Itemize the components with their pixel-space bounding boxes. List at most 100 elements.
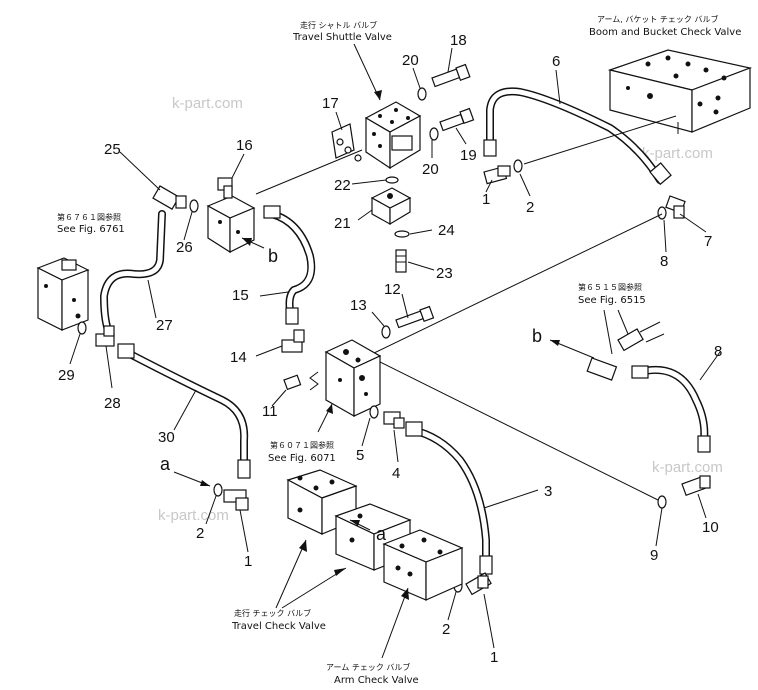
boom-bucket-check-valve — [607, 49, 753, 134]
callout-a-center: a — [376, 524, 387, 544]
connector-11 — [283, 374, 302, 391]
bolt-12 — [395, 305, 435, 329]
travel-check-caption-en: Travel Check Valve — [231, 621, 326, 632]
part-29: 29 — [58, 367, 75, 384]
boom-check-caption-en: Boom and Bucket Check Valve — [589, 27, 741, 38]
part-10: 10 — [702, 519, 719, 536]
elbow-1-bottom — [465, 572, 492, 596]
hose-3-fitting-bottom — [479, 555, 493, 575]
hose-8-fitting-bottom — [697, 435, 711, 453]
part-3: 3 — [544, 483, 552, 500]
connector-4 — [383, 411, 405, 429]
o-ring-2-left — [213, 483, 223, 497]
elbow-7 — [665, 195, 686, 219]
part-15: 15 — [232, 287, 249, 304]
part-8-right: 8 — [714, 343, 722, 360]
part-26: 26 — [176, 239, 193, 256]
connector-23 — [395, 249, 407, 273]
part-20-top: 20 — [402, 52, 419, 69]
part-21: 21 — [334, 215, 351, 232]
valve-block-see-6761 — [36, 257, 90, 331]
part-1-bottom: 1 — [490, 649, 498, 666]
part-19: 19 — [460, 147, 477, 164]
part-7: 7 — [704, 233, 712, 250]
part-20-bottom: 20 — [422, 161, 439, 178]
part-30: 30 — [158, 429, 175, 446]
connector-28 — [95, 325, 115, 347]
hose-6-fitting-left — [483, 139, 497, 157]
hose-15-fitting-bottom — [285, 307, 299, 325]
hose-30-fitting-top — [117, 343, 135, 359]
o-ring-9 — [657, 495, 667, 509]
part-28: 28 — [104, 395, 121, 412]
connector-10 — [681, 475, 711, 497]
part-4: 4 — [392, 465, 400, 482]
o-ring-5 — [369, 405, 379, 419]
part-6: 6 — [552, 53, 560, 70]
part-1-top: 1 — [482, 191, 490, 208]
washer-13 — [381, 325, 391, 339]
part-17: 17 — [322, 95, 339, 112]
travel-check-caption-jp: 走行 チェック バルブ — [234, 608, 311, 618]
o-ring-24 — [394, 230, 410, 238]
watermark-3: k-part.com — [158, 507, 229, 524]
part-22: 22 — [334, 177, 351, 194]
part-2-left: 2 — [196, 525, 204, 542]
o-ring-2-top — [513, 159, 523, 173]
part-25: 25 — [104, 141, 121, 158]
fig6761-caption-en: See Fig. 6761 — [57, 224, 125, 235]
o-ring-22 — [385, 176, 399, 184]
watermark-4: k-part.com — [652, 459, 723, 476]
shuttle-caption-en: Travel Shuttle Valve — [292, 32, 392, 43]
block-21 — [370, 187, 412, 226]
part-27: 27 — [156, 317, 173, 334]
part-12: 12 — [384, 281, 401, 298]
arm-check-caption-en: Arm Check Valve — [334, 675, 419, 686]
elbow-25 — [152, 185, 187, 210]
part-2-top: 2 — [526, 199, 534, 216]
boom-check-caption-jp: アーム, バケット チェック バルブ — [597, 14, 718, 24]
part-8-top: 8 — [660, 253, 668, 270]
part-5: 5 — [356, 447, 364, 464]
part-16: 16 — [236, 137, 253, 154]
part-14: 14 — [230, 349, 247, 366]
elbow-14 — [281, 329, 305, 353]
fig6515-caption-en: See Fig. 6515 — [578, 295, 646, 306]
fitting-b-6515 — [586, 321, 665, 381]
washer-20-bottom — [429, 127, 439, 141]
bolt-19 — [439, 107, 475, 132]
arm-check-caption-jp: アーム チェック バルブ — [326, 662, 410, 672]
fig6515-caption-jp: 第６５１５図参照 — [578, 282, 642, 292]
part-23: 23 — [436, 265, 453, 282]
watermark-2: k-part.com — [642, 145, 713, 162]
part-18: 18 — [450, 32, 467, 49]
watermark-1: k-part.com — [172, 95, 243, 112]
fig6071-caption-en: See Fig. 6071 — [268, 453, 336, 464]
part-2-bottom: 2 — [442, 621, 450, 638]
o-ring-26 — [189, 199, 199, 213]
valve-block-see-6071 — [324, 339, 382, 418]
hose-15-fitting-top — [263, 205, 281, 219]
arm-check-valve — [382, 529, 464, 601]
hose-8-fitting-top — [631, 365, 649, 379]
bolt-18 — [431, 63, 471, 88]
washer-20-top — [417, 87, 427, 101]
hose-3-fitting-top — [405, 421, 423, 437]
hose-30-fitting-bottom — [237, 459, 251, 479]
travel-check-valve-1 — [286, 469, 358, 535]
callout-b-right: b — [532, 326, 542, 346]
travel-shuttle-valve — [364, 101, 422, 170]
fig6071-caption-jp: 第６０７１図参照 — [270, 440, 334, 450]
gasket-17 — [331, 123, 362, 162]
part-11: 11 — [262, 403, 278, 420]
callout-b-block16: b — [268, 246, 278, 266]
part-9: 9 — [650, 547, 658, 564]
hose-6-fitting-right — [649, 162, 672, 186]
elbow-1-top — [483, 165, 511, 185]
callout-a-left: a — [160, 454, 171, 474]
part-1-left: 1 — [244, 553, 252, 570]
fig6761-caption-jp: 第６７６１図参照 — [57, 212, 121, 222]
shuttle-caption-jp: 走行 シャトル バルブ — [300, 20, 377, 30]
o-ring-29 — [77, 321, 87, 335]
